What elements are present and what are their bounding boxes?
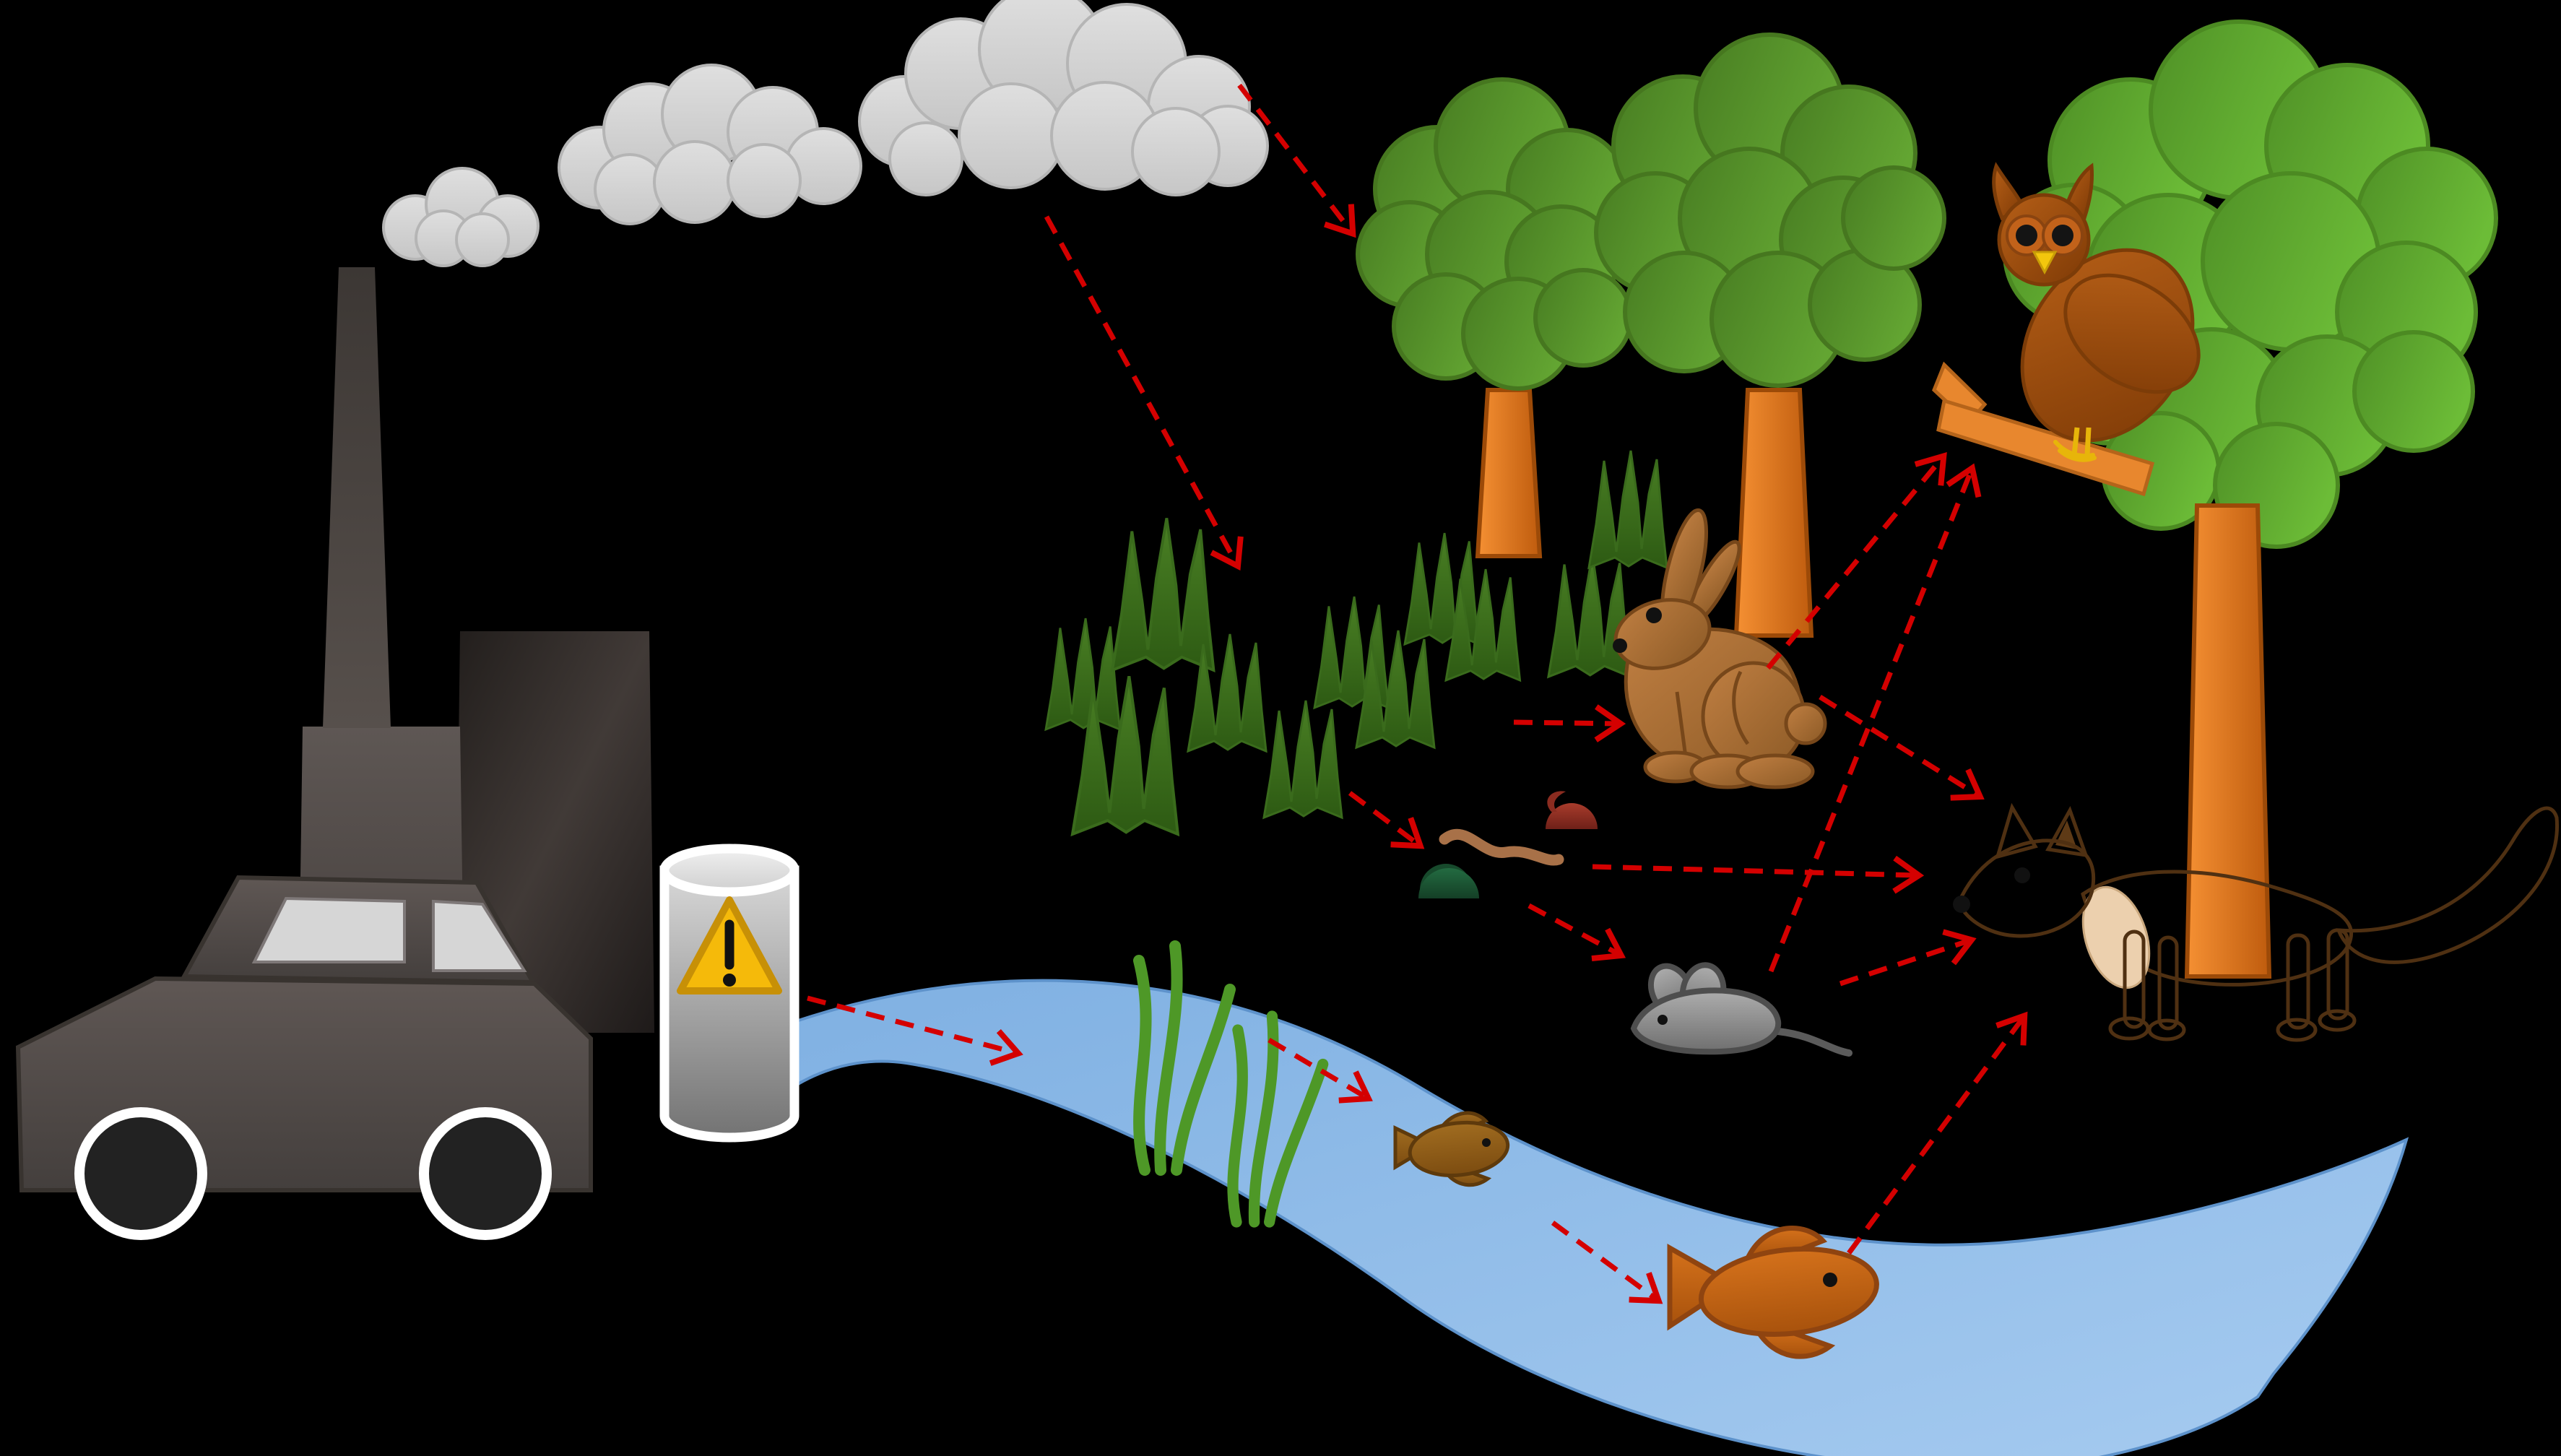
smoke-cloud-large [858, 0, 1269, 196]
arrow-grass-to-rabbit [1513, 704, 1626, 742]
owl-wing [2063, 273, 2201, 394]
fox-head [1956, 838, 2096, 938]
grass-tuft [1587, 449, 1668, 569]
arrow-invertebrates-to-mouse [1528, 903, 1626, 962]
car-window-front [251, 896, 406, 963]
tree-trunk [1733, 388, 1814, 638]
large-fish [1667, 1225, 1879, 1359]
smoke-cloud-small [382, 167, 540, 267]
fox-paw [2276, 1018, 2318, 1042]
fox-leg [2123, 930, 2146, 1029]
river-water [751, 979, 2409, 1456]
fox [1953, 802, 2560, 1042]
smokestack [323, 267, 391, 728]
owl-beak [2032, 251, 2058, 275]
rabbit-paw [1736, 753, 1815, 789]
rabbit-seam [1675, 670, 1750, 758]
arrow-rabbit-to-fox [1819, 695, 1985, 801]
grass-tuft [1444, 568, 1522, 682]
arrow-seaweed-to-small-fish [1268, 1037, 1373, 1104]
food-chain-arrows [807, 83, 2028, 1304]
mouse-tail [1774, 1028, 1852, 1057]
worm [1439, 828, 1564, 866]
fox-paw [2147, 1018, 2186, 1041]
arrow-small-fish-to-big-fish [1551, 1221, 1663, 1304]
owl-on-branch [1932, 162, 2201, 497]
hazard-warning-icon [677, 896, 782, 994]
grass-tuft [1355, 629, 1436, 749]
fox-nose [1953, 896, 1970, 913]
arrow-grass-to-invertebrates [1348, 791, 1425, 849]
owl-eye [2052, 225, 2074, 246]
green-bug [1418, 864, 1479, 898]
owl-eye [2016, 225, 2037, 246]
arrow-mouse-to-fox [1839, 929, 1977, 987]
rabbit [1613, 508, 1827, 789]
tree-canopy [1356, 77, 1633, 391]
seaweed [1133, 940, 1236, 1176]
arrow-smoke-to-grass [1044, 215, 1244, 571]
tree-middle [1594, 32, 1946, 638]
mouse-eye [1658, 1015, 1668, 1025]
smoke-plume [382, 0, 1269, 267]
red-bug [1546, 791, 1598, 829]
car-wheel [74, 1107, 207, 1240]
arrow-invertebrates-to-fox [1592, 855, 1925, 894]
mouse [1630, 962, 1852, 1057]
arrow-rabbit-to-owl [1766, 451, 1947, 670]
fox-paw [2318, 1009, 2357, 1032]
mouse-body [1630, 987, 1782, 1055]
small-fish [1393, 1111, 1510, 1187]
grass-tuft [1262, 699, 1343, 819]
car-window-rear [432, 899, 527, 972]
branch [1936, 398, 2155, 497]
grass-tuft [1044, 617, 1122, 731]
smoke-cloud-medium [558, 64, 862, 225]
exclamation-dot [723, 974, 736, 987]
tree-trunk [1475, 388, 1543, 558]
river [751, 940, 2409, 1456]
fox-tail [2336, 806, 2560, 964]
grass-tuft [1547, 552, 1632, 678]
car [15, 875, 593, 1240]
arrow-big-fish-to-fox [1847, 1011, 2028, 1255]
fish-eye [1482, 1138, 1491, 1147]
rabbit-tail [1784, 702, 1827, 745]
fish-eye [1823, 1273, 1837, 1287]
owl [1992, 162, 2201, 462]
grass-tuft [1111, 516, 1216, 672]
fox-paw [2108, 1016, 2150, 1041]
seaweed [1227, 1010, 1329, 1228]
arrow-barrel-to-river [807, 995, 1023, 1066]
tree-left [1356, 77, 1633, 558]
fox-eye [2014, 867, 2030, 883]
arrow-smoke-to-trees [1237, 83, 1356, 238]
owl-legs [2071, 427, 2092, 456]
grass-tufts [1044, 449, 1668, 834]
fox-leg [2157, 935, 2179, 1031]
worm-and-bugs [1418, 791, 1598, 898]
rabbit-eye [1646, 607, 1662, 623]
toxic-waste-barrel [659, 844, 800, 1143]
rabbit-nose [1613, 638, 1627, 653]
car-wheel [419, 1107, 552, 1240]
owl-talons [2053, 440, 2097, 462]
tree-canopy [1594, 32, 1946, 388]
